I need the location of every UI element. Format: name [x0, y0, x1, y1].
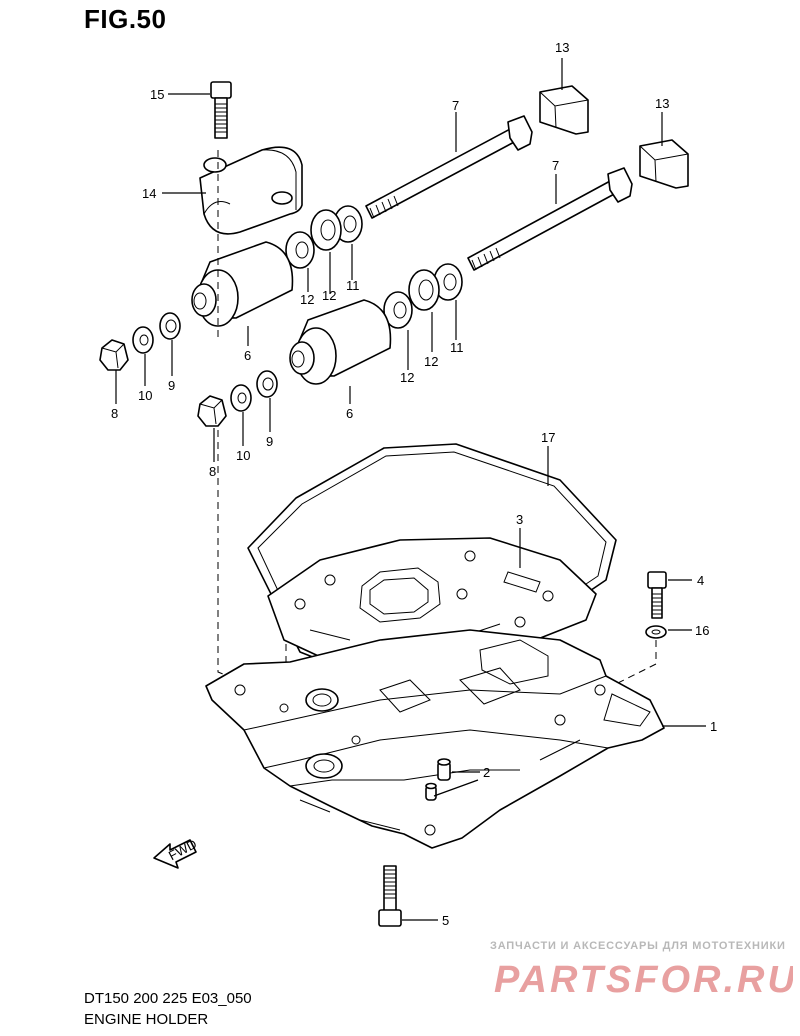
figure-name: ENGINE HOLDER — [84, 1011, 209, 1028]
nut-8-lower — [197, 395, 227, 427]
callout-6-lower: 6 — [346, 406, 353, 421]
bolt-15 — [210, 81, 232, 139]
washer-set-upper — [285, 205, 363, 269]
callout-11-upper: 11 — [346, 278, 360, 293]
through-bolt-7-upper — [365, 115, 533, 219]
callout-17: 17 — [541, 430, 555, 445]
washer-16 — [645, 625, 667, 639]
callout-3: 3 — [516, 512, 523, 527]
callout-11-lower: 11 — [450, 340, 464, 355]
callout-1: 1 — [710, 719, 717, 734]
bolt-4 — [647, 571, 667, 619]
callout-8-lower: 8 — [209, 464, 216, 479]
callout-2: 2 — [483, 765, 490, 780]
callout-9-upper: 9 — [168, 378, 175, 393]
callout-13-upper: 13 — [555, 40, 569, 55]
watermark-logo-text: PARTSFOR.RU — [494, 959, 793, 1001]
callout-15: 15 — [150, 87, 164, 102]
callout-12-c: 12 — [400, 370, 414, 385]
shim-13-lower — [639, 139, 689, 189]
callout-10-lower: 10 — [236, 448, 250, 463]
mount-rubber-6-lower — [289, 299, 392, 385]
leader-lines — [115, 58, 706, 921]
callout-12-b: 12 — [322, 288, 336, 303]
callout-5: 5 — [442, 913, 449, 928]
callout-10-upper: 10 — [138, 388, 152, 403]
engine-holder-1 — [205, 629, 665, 849]
callout-4: 4 — [697, 573, 704, 588]
holder-cap-14 — [199, 146, 303, 235]
callout-7-upper: 7 — [452, 98, 459, 113]
washer-9-upper — [159, 312, 181, 340]
callout-9-lower: 9 — [266, 434, 273, 449]
assembly-line-left — [217, 150, 263, 691]
washer-set-lower — [383, 263, 463, 329]
callout-8-upper: 8 — [111, 406, 118, 421]
watermark-logo: PARTSFOR.RU — [494, 959, 793, 1001]
bolt-5 — [378, 865, 402, 927]
callout-6-upper: 6 — [244, 348, 251, 363]
washer-10-upper — [132, 326, 154, 354]
callout-14: 14 — [142, 186, 156, 201]
mount-rubber-6-upper — [191, 241, 294, 327]
washer-9-lower — [256, 370, 278, 398]
figure-model-code: DT150 200 225 E03_050 — [84, 990, 252, 1007]
figure-title: FIG.50 — [84, 4, 167, 34]
fwd-arrow-icon: FWD — [153, 836, 199, 869]
through-bolt-7-lower — [467, 167, 633, 271]
callout-16: 16 — [695, 623, 709, 638]
callout-12-a: 12 — [300, 292, 314, 307]
washer-10-lower — [230, 384, 252, 412]
callout-7-lower: 7 — [552, 158, 559, 173]
dowel-pin-2 — [425, 758, 451, 801]
watermark-tagline: ЗАПЧАСТИ И АКСЕССУАРЫ ДЛЯ МОТОТЕХНИКИ — [490, 940, 786, 952]
callout-12-d: 12 — [424, 354, 438, 369]
nut-8-upper — [99, 339, 129, 371]
callout-13-lower: 13 — [655, 96, 669, 111]
shim-13-upper — [539, 85, 589, 135]
callout-labels: 15 14 13 13 7 7 12 12 11 12 12 11 6 6 8 … — [111, 40, 717, 928]
